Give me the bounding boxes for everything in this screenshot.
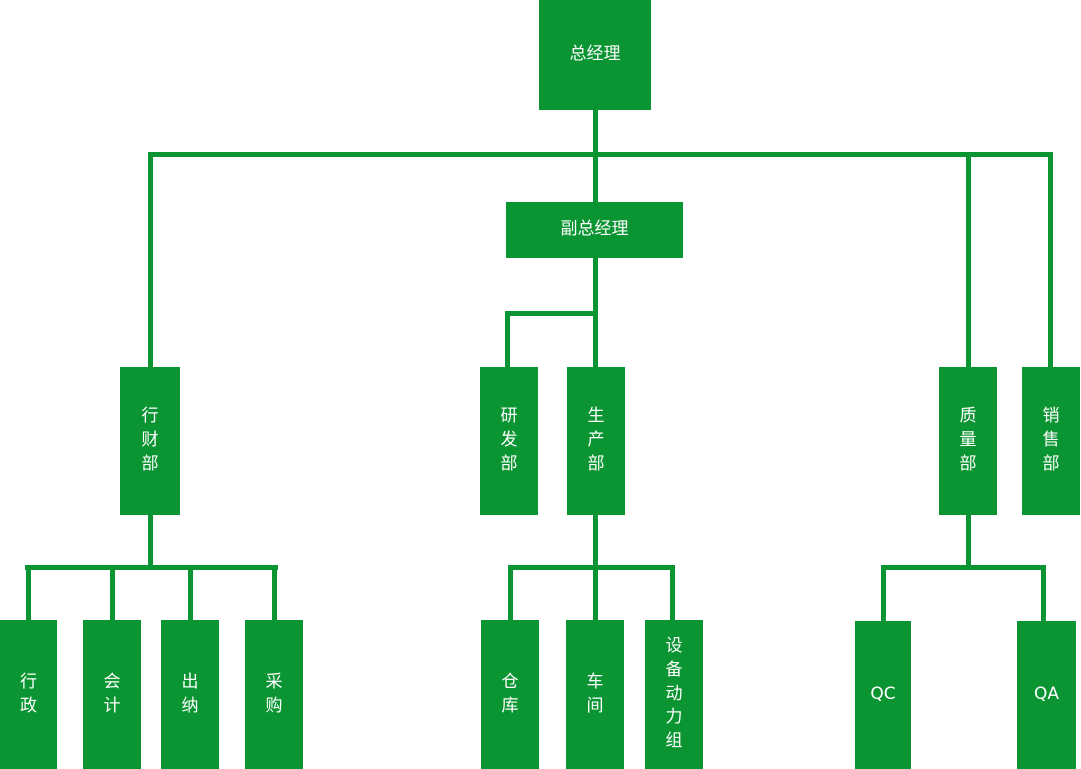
org-node-label-deputy-general-manager: 副总经理: [560, 219, 629, 240]
org-node-purchasing: 采购: [245, 620, 303, 769]
org-node-accounting: 会计: [83, 620, 141, 769]
org-node-label-cashier: 出纳: [181, 671, 199, 716]
line-warehouse-drop: [508, 565, 513, 620]
org-node-sales-dept: 销售部: [1022, 367, 1080, 515]
org-node-deputy-general-manager: 副总经理: [506, 202, 683, 258]
org-node-warehouse: 仓库: [481, 620, 539, 769]
org-node-administration: 行政: [0, 620, 57, 769]
org-node-qa: QA: [1017, 621, 1076, 769]
org-node-rd-dept: 研发部: [480, 367, 538, 515]
org-node-general-manager: 总经理: [539, 0, 651, 110]
org-node-label-qc: QC: [870, 684, 896, 705]
line-accounting-drop: [110, 565, 115, 620]
org-node-label-admin-finance-dept: 行财部: [141, 406, 159, 474]
org-node-equipment-power-group: 设备动力组: [645, 620, 703, 769]
line-equipment-drop: [670, 565, 675, 620]
line-cashier-drop: [188, 565, 193, 620]
line-purchasing-drop: [272, 565, 277, 620]
org-node-cashier: 出纳: [161, 620, 219, 769]
line-quality-children-horizontal: [881, 565, 1046, 570]
org-node-workshop: 车间: [566, 620, 624, 769]
org-node-label-general-manager: 总经理: [569, 44, 621, 65]
line-administration-drop: [26, 565, 31, 620]
org-node-label-warehouse: 仓库: [501, 671, 519, 716]
line-sales-drop: [1048, 152, 1053, 367]
org-node-label-qa: QA: [1033, 684, 1059, 705]
org-node-production-dept: 生产部: [567, 367, 625, 515]
org-node-label-quality-dept: 质量部: [959, 406, 977, 474]
line-quality-stub: [966, 515, 971, 570]
line-admin-finance-drop: [148, 152, 153, 367]
org-node-quality-dept: 质量部: [939, 367, 997, 515]
org-node-label-equipment-power-group: 设备动力组: [665, 636, 683, 752]
line-production-stub: [593, 515, 598, 570]
org-node-label-workshop: 车间: [586, 671, 604, 716]
line-quality-drop: [966, 152, 971, 367]
org-node-label-rd-dept: 研发部: [500, 406, 518, 474]
org-node-label-sales-dept: 销售部: [1042, 406, 1060, 474]
line-workshop-drop: [593, 565, 598, 620]
line-production-children-horizontal: [508, 565, 675, 570]
line-admin-children-horizontal: [25, 565, 278, 570]
line-admin-finance-stub: [148, 515, 153, 570]
line-qa-drop: [1041, 565, 1046, 621]
line-qc-drop: [881, 565, 886, 621]
line-rd-branch-horizontal: [505, 311, 598, 316]
org-node-label-accounting: 会计: [103, 671, 121, 716]
org-node-admin-finance-dept: 行财部: [120, 367, 180, 515]
org-node-qc: QC: [855, 621, 911, 769]
org-node-label-production-dept: 生产部: [587, 406, 605, 474]
org-node-label-administration: 行政: [19, 671, 37, 716]
line-rd-drop: [505, 311, 510, 367]
org-node-label-purchasing: 采购: [265, 671, 283, 716]
line-main-horizontal: [148, 152, 1053, 157]
